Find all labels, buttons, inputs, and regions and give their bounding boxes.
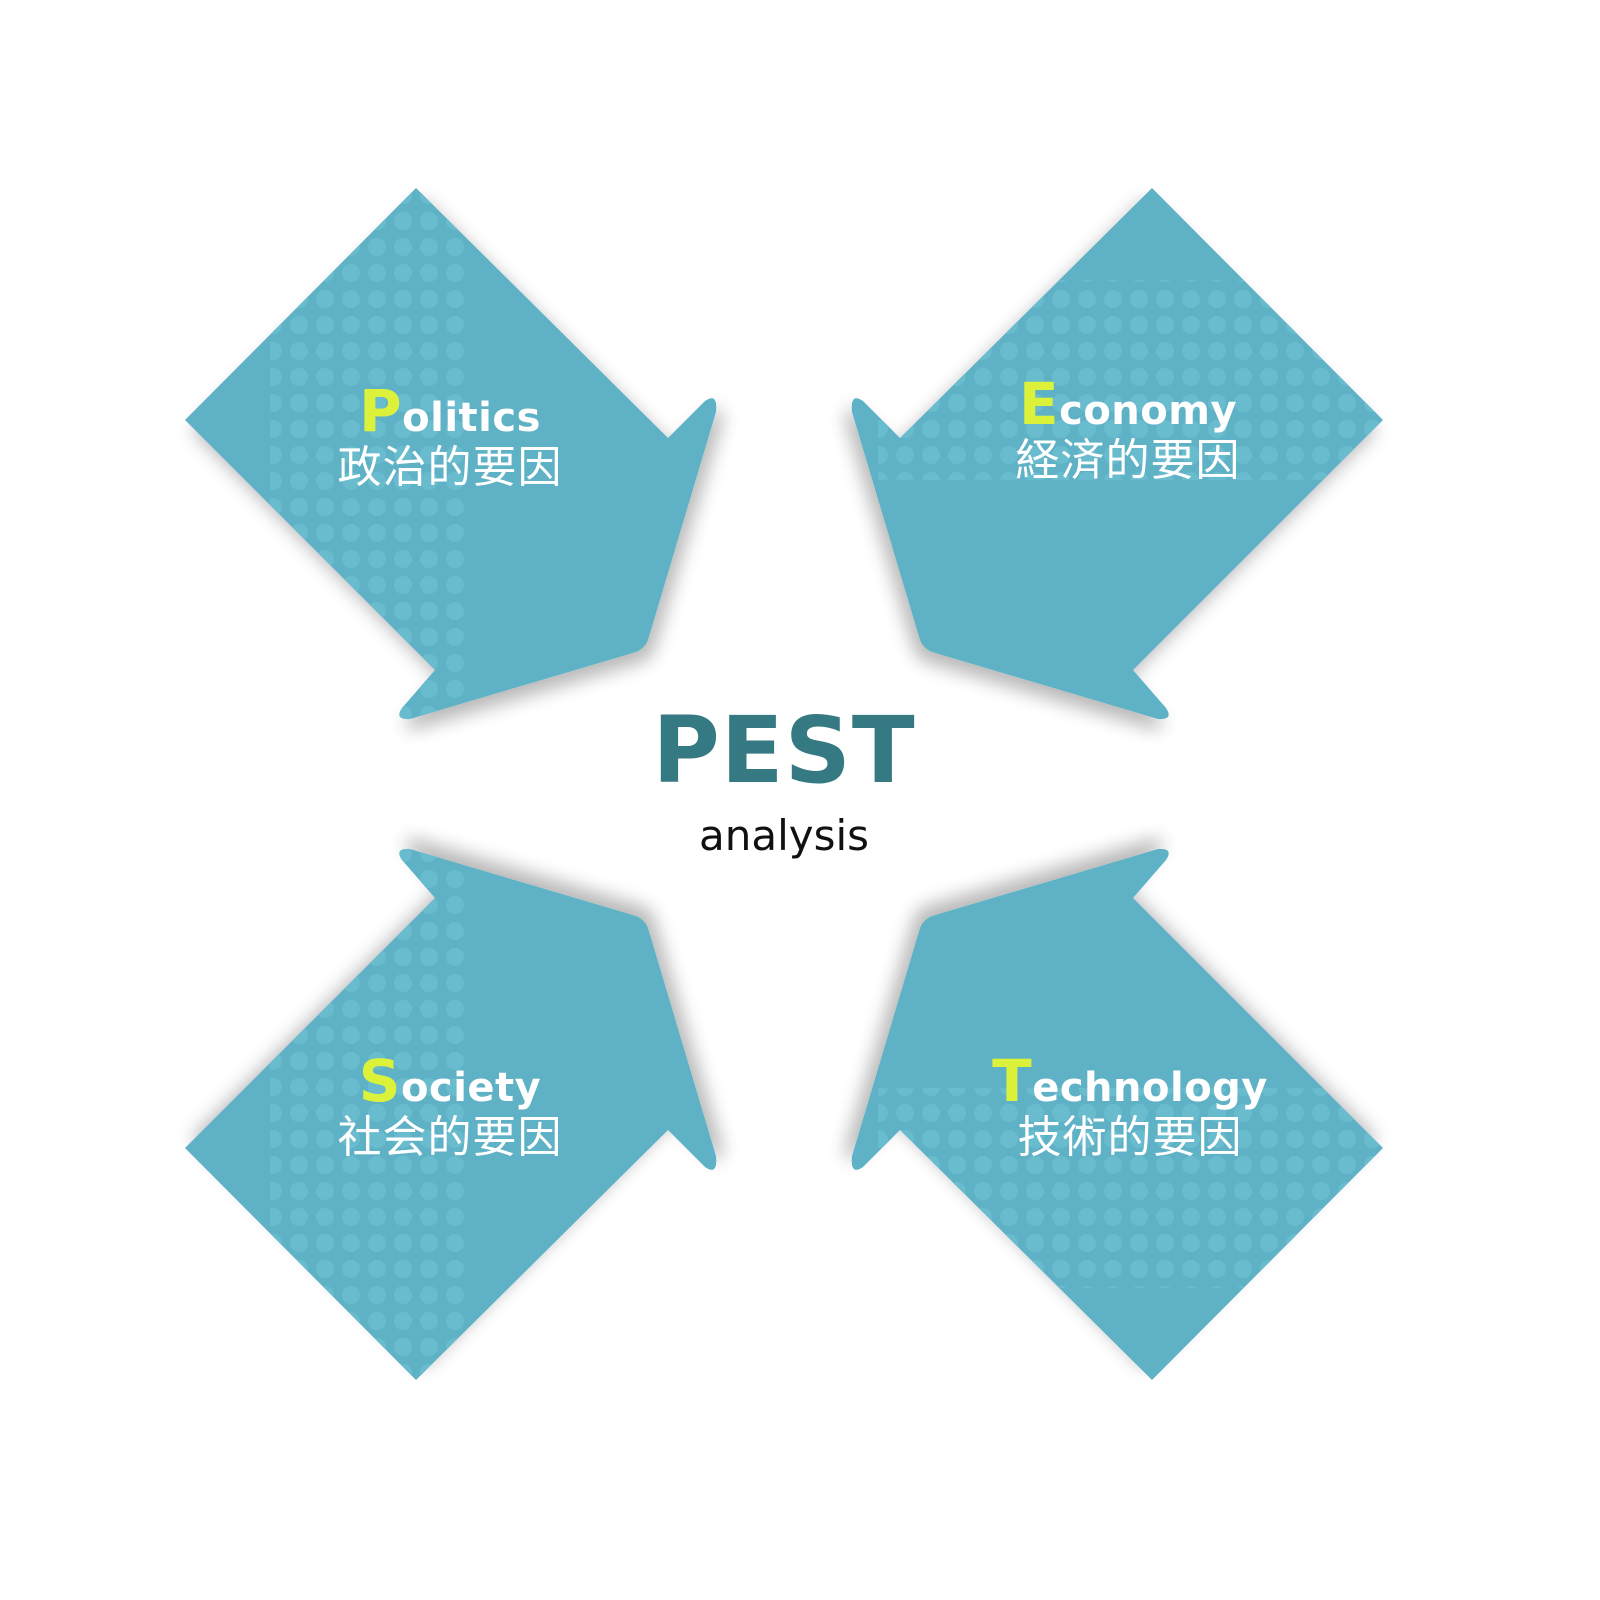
politics-rest: olitics — [402, 395, 541, 441]
economy-rest: conomy — [1059, 388, 1238, 434]
economy-initial: E — [1018, 370, 1060, 438]
society-title: Society — [300, 1052, 600, 1110]
pest-title: PEST — [652, 697, 916, 804]
society-initial: S — [358, 1047, 402, 1115]
politics-title: Politics — [300, 382, 600, 440]
technology-initial: T — [992, 1047, 1033, 1115]
center-heading: PEST analysis — [584, 705, 984, 857]
politics-initial: P — [359, 377, 403, 445]
economy-title: Economy — [978, 375, 1278, 433]
technology-rest: echnology — [1032, 1065, 1268, 1111]
politics-japanese: 政治的要因 — [337, 442, 563, 493]
label-society: Society 社会的要因 — [300, 1052, 600, 1162]
economy-japanese: 経済的要因 — [1015, 435, 1241, 486]
label-politics: Politics 政治的要因 — [300, 382, 600, 492]
label-economy: Economy 経済的要因 — [978, 375, 1278, 485]
technology-japanese: 技術的要因 — [1017, 1112, 1243, 1163]
technology-title: Technology — [960, 1052, 1300, 1110]
society-rest: ociety — [401, 1065, 542, 1111]
label-technology: Technology 技術的要因 — [960, 1052, 1300, 1162]
society-japanese: 社会的要因 — [337, 1112, 563, 1163]
pest-subtitle: analysis — [698, 811, 870, 860]
